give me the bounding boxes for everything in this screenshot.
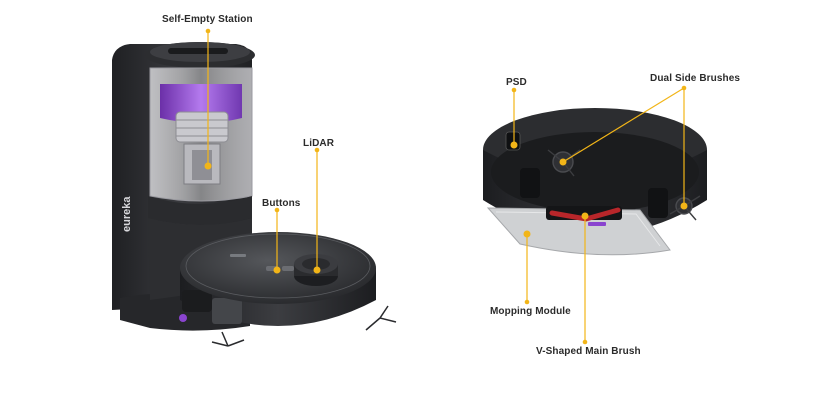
label-buttons: Buttons	[262, 198, 301, 209]
label-lidar: LiDAR	[303, 138, 335, 149]
robot-vacuum-underside	[483, 108, 707, 256]
robot-vacuum-docked	[179, 232, 397, 347]
label-psd: PSD	[506, 77, 527, 88]
self-empty-station: eureka	[112, 42, 255, 331]
station-brand-logo: eureka	[121, 196, 133, 232]
label-mopping-module: Mopping Module	[490, 306, 571, 317]
label-dual-side-brushes: Dual Side Brushes	[650, 73, 741, 84]
label-self-empty-station: Self-Empty Station	[162, 14, 253, 25]
label-v-shaped-main-brush: V-Shaped Main Brush	[536, 346, 641, 357]
callout-lines	[204, 28, 688, 345]
